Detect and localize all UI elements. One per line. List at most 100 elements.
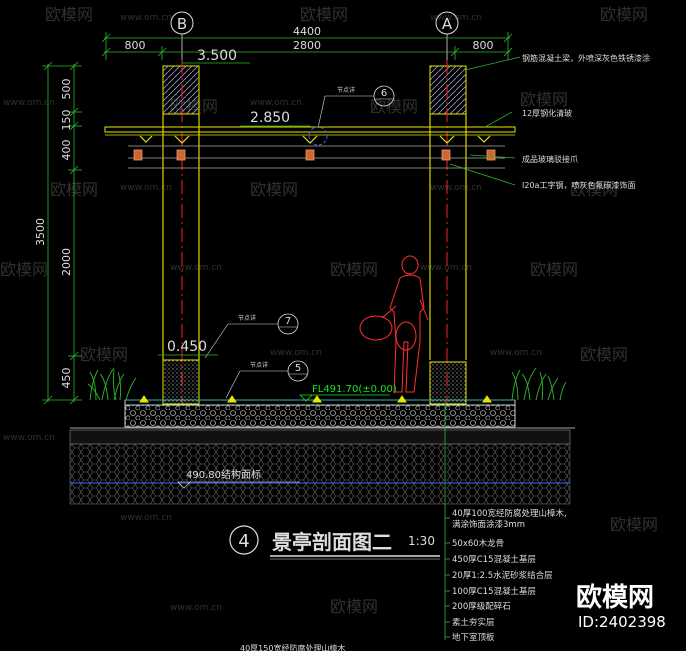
svg-text:节点详: 节点详 [238,314,256,322]
dim-2000: 2000 [60,248,73,276]
svg-text:6: 6 [381,88,387,99]
wm-brand: 欧模网 [330,597,378,616]
detail-circle-6-marker [308,126,328,146]
wm-brand: 欧模网 [370,97,418,116]
layer-6: 200厚级配碎石 [452,601,511,612]
wm-brand: 欧模网 [0,260,48,279]
layer-8: 地下室顶板 [452,632,495,643]
column-b [162,114,200,360]
wm-url: www.om.cn [490,348,542,358]
grass-left [87,367,137,401]
wm-url: www.om.cn [120,13,172,23]
dim-3500: 3500 [34,218,47,246]
deck-joists [139,395,492,403]
left-dimensions [42,61,82,405]
title-number: 4 [238,531,249,552]
wm-brand: 欧模网 [600,5,648,24]
human-figure [359,255,429,393]
drawing-title: 4 景亭剖面图二 1:30 [229,525,440,560]
wm-url: www.om.cn [170,263,222,273]
wm-brand: 欧模网 [570,180,618,199]
axis-label-a: A [442,15,453,33]
column-base-a [429,361,467,405]
corner-watermark: 欧模网 ID:2402398 [576,582,666,631]
grass-right [511,367,567,401]
wm-brand: 欧模网 [45,5,93,24]
floor-level: FL491.70(±0.00) [299,384,397,402]
elevation-base: 0.450 [158,339,218,356]
wm-brand: 欧模网 [520,90,568,109]
glass-beam [104,126,516,169]
wm-url: www.om.cn [430,13,482,23]
dim-400: 400 [60,140,73,161]
annotation-spider: 成品玻璃驳接爪 [522,154,578,164]
annotation-leaders [449,56,521,186]
column-a [429,114,467,360]
wm-brand: 欧模网 [250,180,298,199]
wm-url: www.om.cn [270,348,322,358]
axis-marker-b: B [170,11,194,60]
svg-text:ID:2402398: ID:2402398 [578,613,666,631]
dim-right: 800 [473,39,494,52]
column-cap-b [162,65,200,115]
annotation-beam: 钢筋混凝土梁，外喷深灰色铁锈漆涂 [522,53,650,63]
dim-total: 4400 [293,25,321,38]
bottom-note: 40厚150宽经防腐处理山樟木 [240,643,345,651]
svg-text:欧模网: 欧模网 [576,582,654,613]
layer-1: 40厚100宽经防腐处理山樟木, [452,508,567,519]
wm-brand: 欧模网 [300,5,348,24]
detail-callout-6: 6 节点详 [317,85,395,129]
layer-3: 450厚C15混凝土基层 [452,554,536,565]
wm-url: www.om.cn [250,98,302,108]
title-text: 景亭剖面图二 [272,530,392,554]
annotation-glass: 12厚钢化清玻 [522,108,572,118]
dim-500: 500 [60,79,73,100]
column-cap-a [429,65,467,115]
svg-text:490.80结构面标: 490.80结构面标 [186,468,261,481]
wm-url: www.om.cn [120,183,172,193]
structure-base: 490.80结构面标 [177,468,300,489]
wm-url: www.om.cn [430,183,482,193]
layer-1b: 满涂饰面涂漆3mm [452,519,525,530]
layer-5: 100厚C15混凝土基层 [452,586,536,597]
dim-150: 150 [60,110,73,131]
axis-label-b: B [177,15,187,33]
spider-fittings [139,135,491,144]
dim-middle: 2800 [293,39,321,52]
layer-4: 20厚1:2.5水泥砂浆结合层 [452,570,553,581]
layer-2: 50x60木龙骨 [452,538,504,549]
wm-url: www.om.cn [3,98,55,108]
column-base-b [162,359,200,405]
wm-url: www.om.cn [420,263,472,273]
layer-7: 素土夯实层 [452,617,495,628]
wm-brand: 欧模网 [610,515,658,534]
wm-brand: 欧模网 [80,345,128,364]
detail-callout-7: 7 节点详 [204,313,299,359]
wm-brand: 欧模网 [530,260,578,279]
spider-fittings-lower [133,149,496,161]
dim-450: 450 [60,368,73,389]
svg-text:3.500: 3.500 [197,48,237,64]
watermark-layer: 欧模网 欧模网 欧模网 欧模网 欧模网 欧模网 欧模网 欧模网 欧模网 欧模网 … [0,5,658,616]
svg-text:0.450: 0.450 [167,339,207,355]
svg-text:节点详: 节点详 [250,361,268,369]
title-scale: 1:30 [408,534,435,548]
annotation-ibeam: I20a工字钢，喷灰色氟碳漆饰面 [522,180,635,190]
dim-left: 800 [125,39,146,52]
elevation-top: 3.500 [182,48,250,64]
svg-text:FL491.70(±0.00): FL491.70(±0.00) [312,384,397,395]
detail-callout-5: 5 节点详 [225,360,309,399]
wm-url: www.om.cn [3,433,55,443]
layer-leaders [444,402,450,640]
svg-text:5: 5 [295,363,301,374]
svg-text:2.850: 2.850 [250,110,290,126]
svg-text:7: 7 [285,316,291,327]
elevation-beam: 2.850 [240,110,310,127]
top-dimensions [101,32,513,60]
wm-url: www.om.cn [170,603,222,613]
wm-brand: 欧模网 [330,260,378,279]
floor-deck [69,399,575,505]
wm-brand: 欧模网 [580,345,628,364]
